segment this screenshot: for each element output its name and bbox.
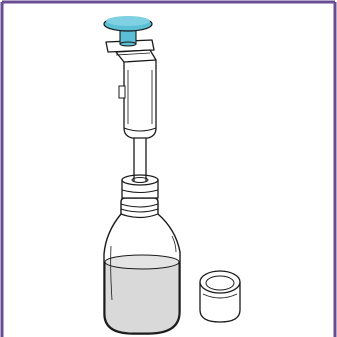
bottle-adapter	[122, 175, 158, 198]
liquid-surface	[105, 255, 179, 269]
bottle	[104, 198, 180, 334]
bottle-cap-removed	[200, 271, 240, 322]
syringe-barrel	[119, 60, 156, 138]
